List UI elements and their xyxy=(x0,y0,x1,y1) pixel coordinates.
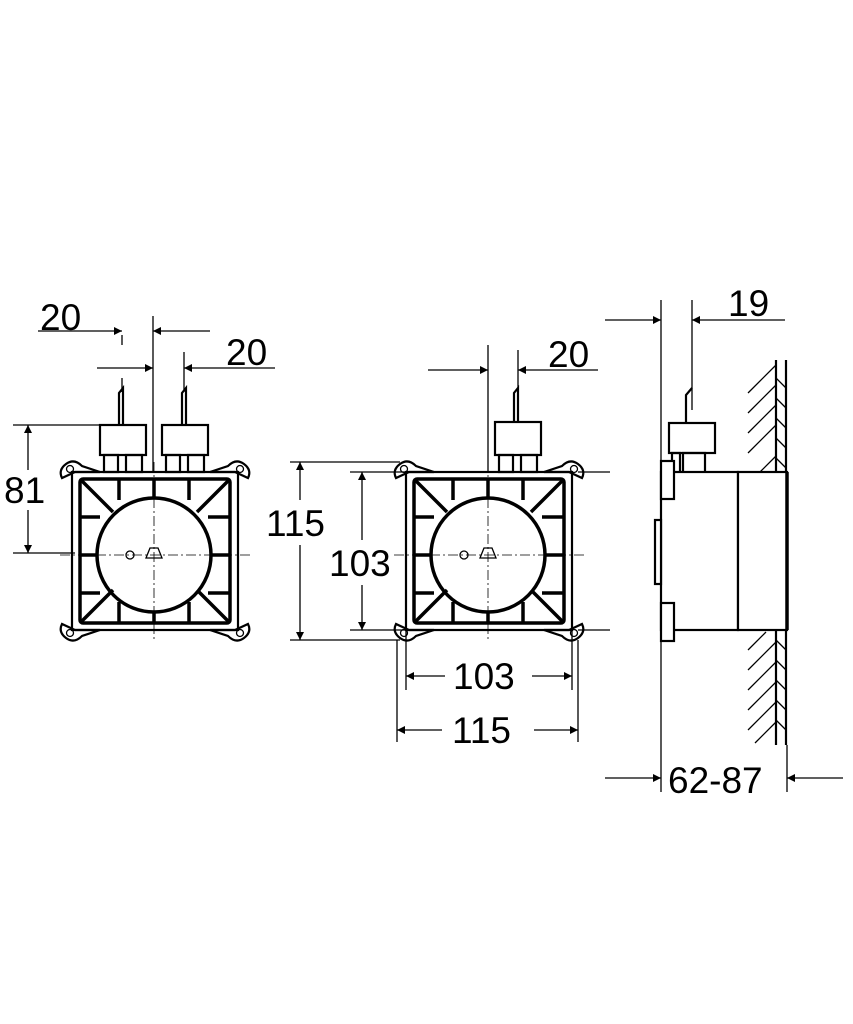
dim-inner-width: 103 xyxy=(453,656,515,697)
dim-pipe-depth: 19 xyxy=(728,283,769,324)
dim-pipe-offset-right: 20 xyxy=(226,332,267,373)
pipe-connector-left xyxy=(98,384,148,474)
dim-pipe-offset-left: 20 xyxy=(40,297,81,338)
dim-inner-height: 103 xyxy=(329,543,391,584)
pipe-connector xyxy=(493,384,543,474)
front-view-middle: 20 115 103 103 115 xyxy=(266,334,610,751)
pipe-connector-right xyxy=(160,384,210,474)
dim-height-pipe: 81 xyxy=(4,470,45,511)
dim-outer-width: 115 xyxy=(452,710,511,751)
dim-pipe-offset: 20 xyxy=(548,334,589,375)
dim-outer-height: 115 xyxy=(266,503,325,544)
side-view: 19 62-87 xyxy=(605,283,843,801)
front-view-left: 20 20 81 xyxy=(4,297,275,643)
dim-install-depth: 62-87 xyxy=(668,760,763,801)
box-side xyxy=(653,387,789,643)
